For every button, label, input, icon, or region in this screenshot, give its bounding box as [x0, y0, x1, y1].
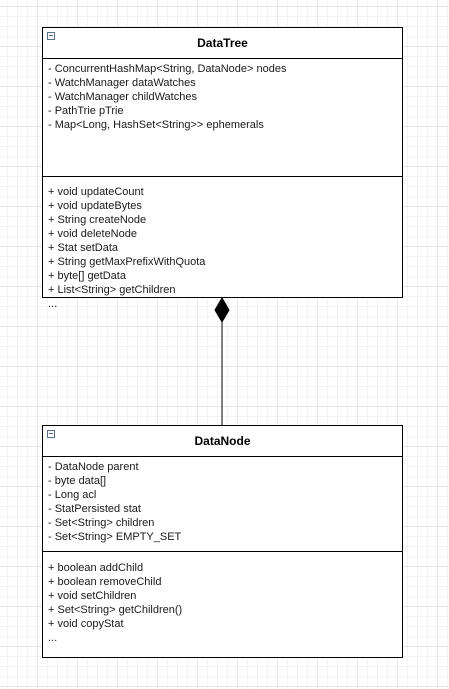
attribute-item: - byte data[]: [48, 475, 107, 487]
attribute-item: - Map<Long, HashSet<String>> ephemerals: [48, 119, 264, 131]
method-item: ...: [48, 298, 58, 310]
class-header: DataTree: [43, 28, 402, 59]
method-item: + Stat setData: [48, 242, 119, 254]
method-item: ...: [48, 632, 58, 644]
method-item: + Set<String> getChildren(): [48, 604, 183, 616]
method-item: + boolean removeChild: [48, 576, 162, 588]
class-datatree[interactable]: DataTree - ConcurrentHashMap<String, Dat…: [42, 27, 403, 310]
attribute-item: - ConcurrentHashMap<String, DataNode> no…: [48, 63, 287, 75]
attributes-section: - ConcurrentHashMap<String, DataNode> no…: [43, 59, 402, 177]
attribute-item: - Set<String> EMPTY_SET: [48, 531, 182, 543]
collapse-minus-icon[interactable]: [47, 430, 55, 438]
method-item: + String getMaxPrefixWithQuota: [48, 256, 206, 268]
methods-section: + boolean addChild + boolean removeChild…: [43, 552, 402, 645]
method-item: + void updateBytes: [48, 200, 142, 212]
method-item: + boolean addChild: [48, 562, 144, 574]
attribute-item: - Long acl: [48, 489, 97, 501]
method-item: + byte[] getData: [48, 270, 126, 282]
collapse-minus-icon[interactable]: [47, 32, 55, 40]
class-datanode[interactable]: DataNode - DataNode parent - byte data[]…: [42, 425, 403, 658]
attribute-item: - DataNode parent: [48, 461, 139, 473]
method-item: + List<String> getChildren: [48, 284, 176, 296]
attribute-item: - PathTrie pTrie: [48, 105, 124, 117]
method-item: + void deleteNode: [48, 228, 137, 240]
attribute-item: - StatPersisted stat: [48, 503, 141, 515]
methods-section: + void updateCount + void updateBytes + …: [43, 177, 402, 311]
attributes-section: - DataNode parent - byte data[] - Long a…: [43, 457, 402, 552]
method-item: + String createNode: [48, 214, 147, 226]
attribute-item: - WatchManager childWatches: [48, 91, 197, 103]
class-name: DataNode: [194, 434, 251, 448]
method-item: + void updateCount: [48, 186, 144, 198]
attribute-item: - Set<String> children: [48, 517, 155, 529]
attribute-item: - WatchManager dataWatches: [48, 77, 196, 89]
method-item: + void copyStat: [48, 618, 124, 630]
method-item: + void setChildren: [48, 590, 137, 602]
class-name: DataTree: [197, 36, 248, 50]
class-header: DataNode: [43, 426, 402, 457]
